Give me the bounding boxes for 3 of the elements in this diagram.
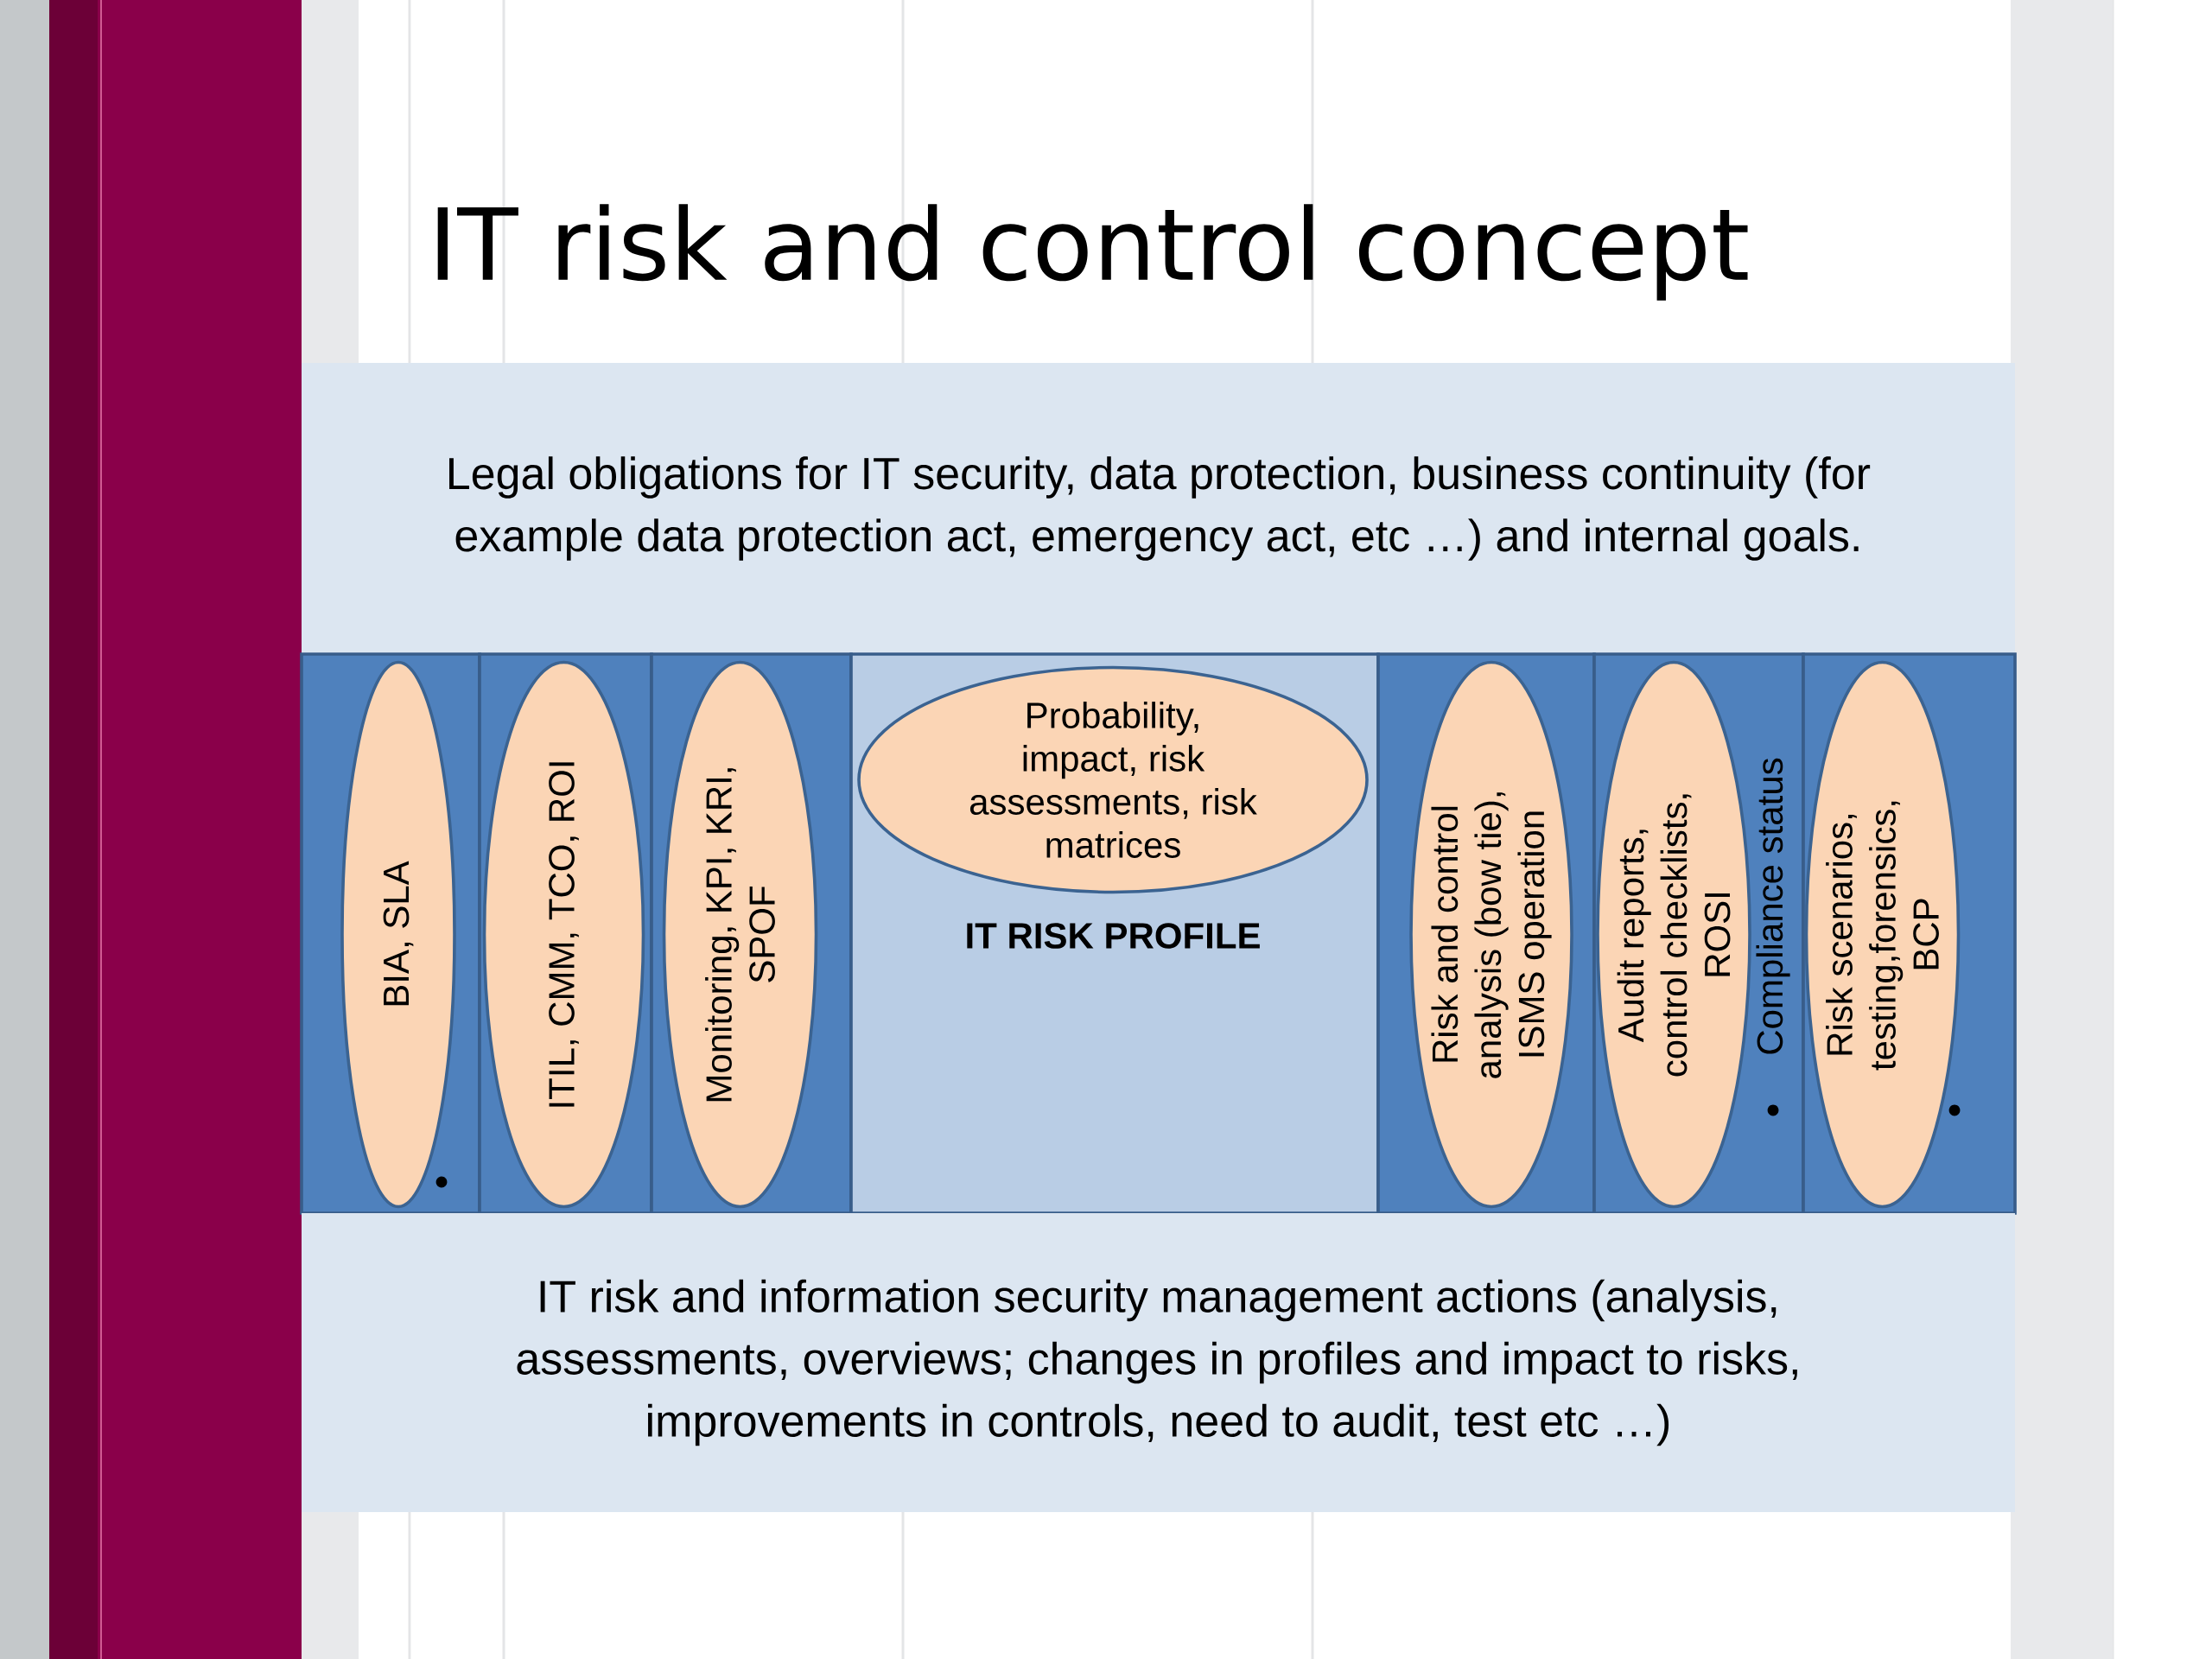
text-band: Legal obligations for IT security, data protection, business continuity (for example data protection act, emergency act, etc …) and internal goals. [302, 363, 2016, 654]
text-band: IT risk and information security management actions (analysis, assessments, overviews; changes in profiles and impact to risks, improvements in controls, need to audit, test etc …) [302, 1213, 2016, 1512]
slide-title: IT risk and control concept [437, 204, 1748, 301]
